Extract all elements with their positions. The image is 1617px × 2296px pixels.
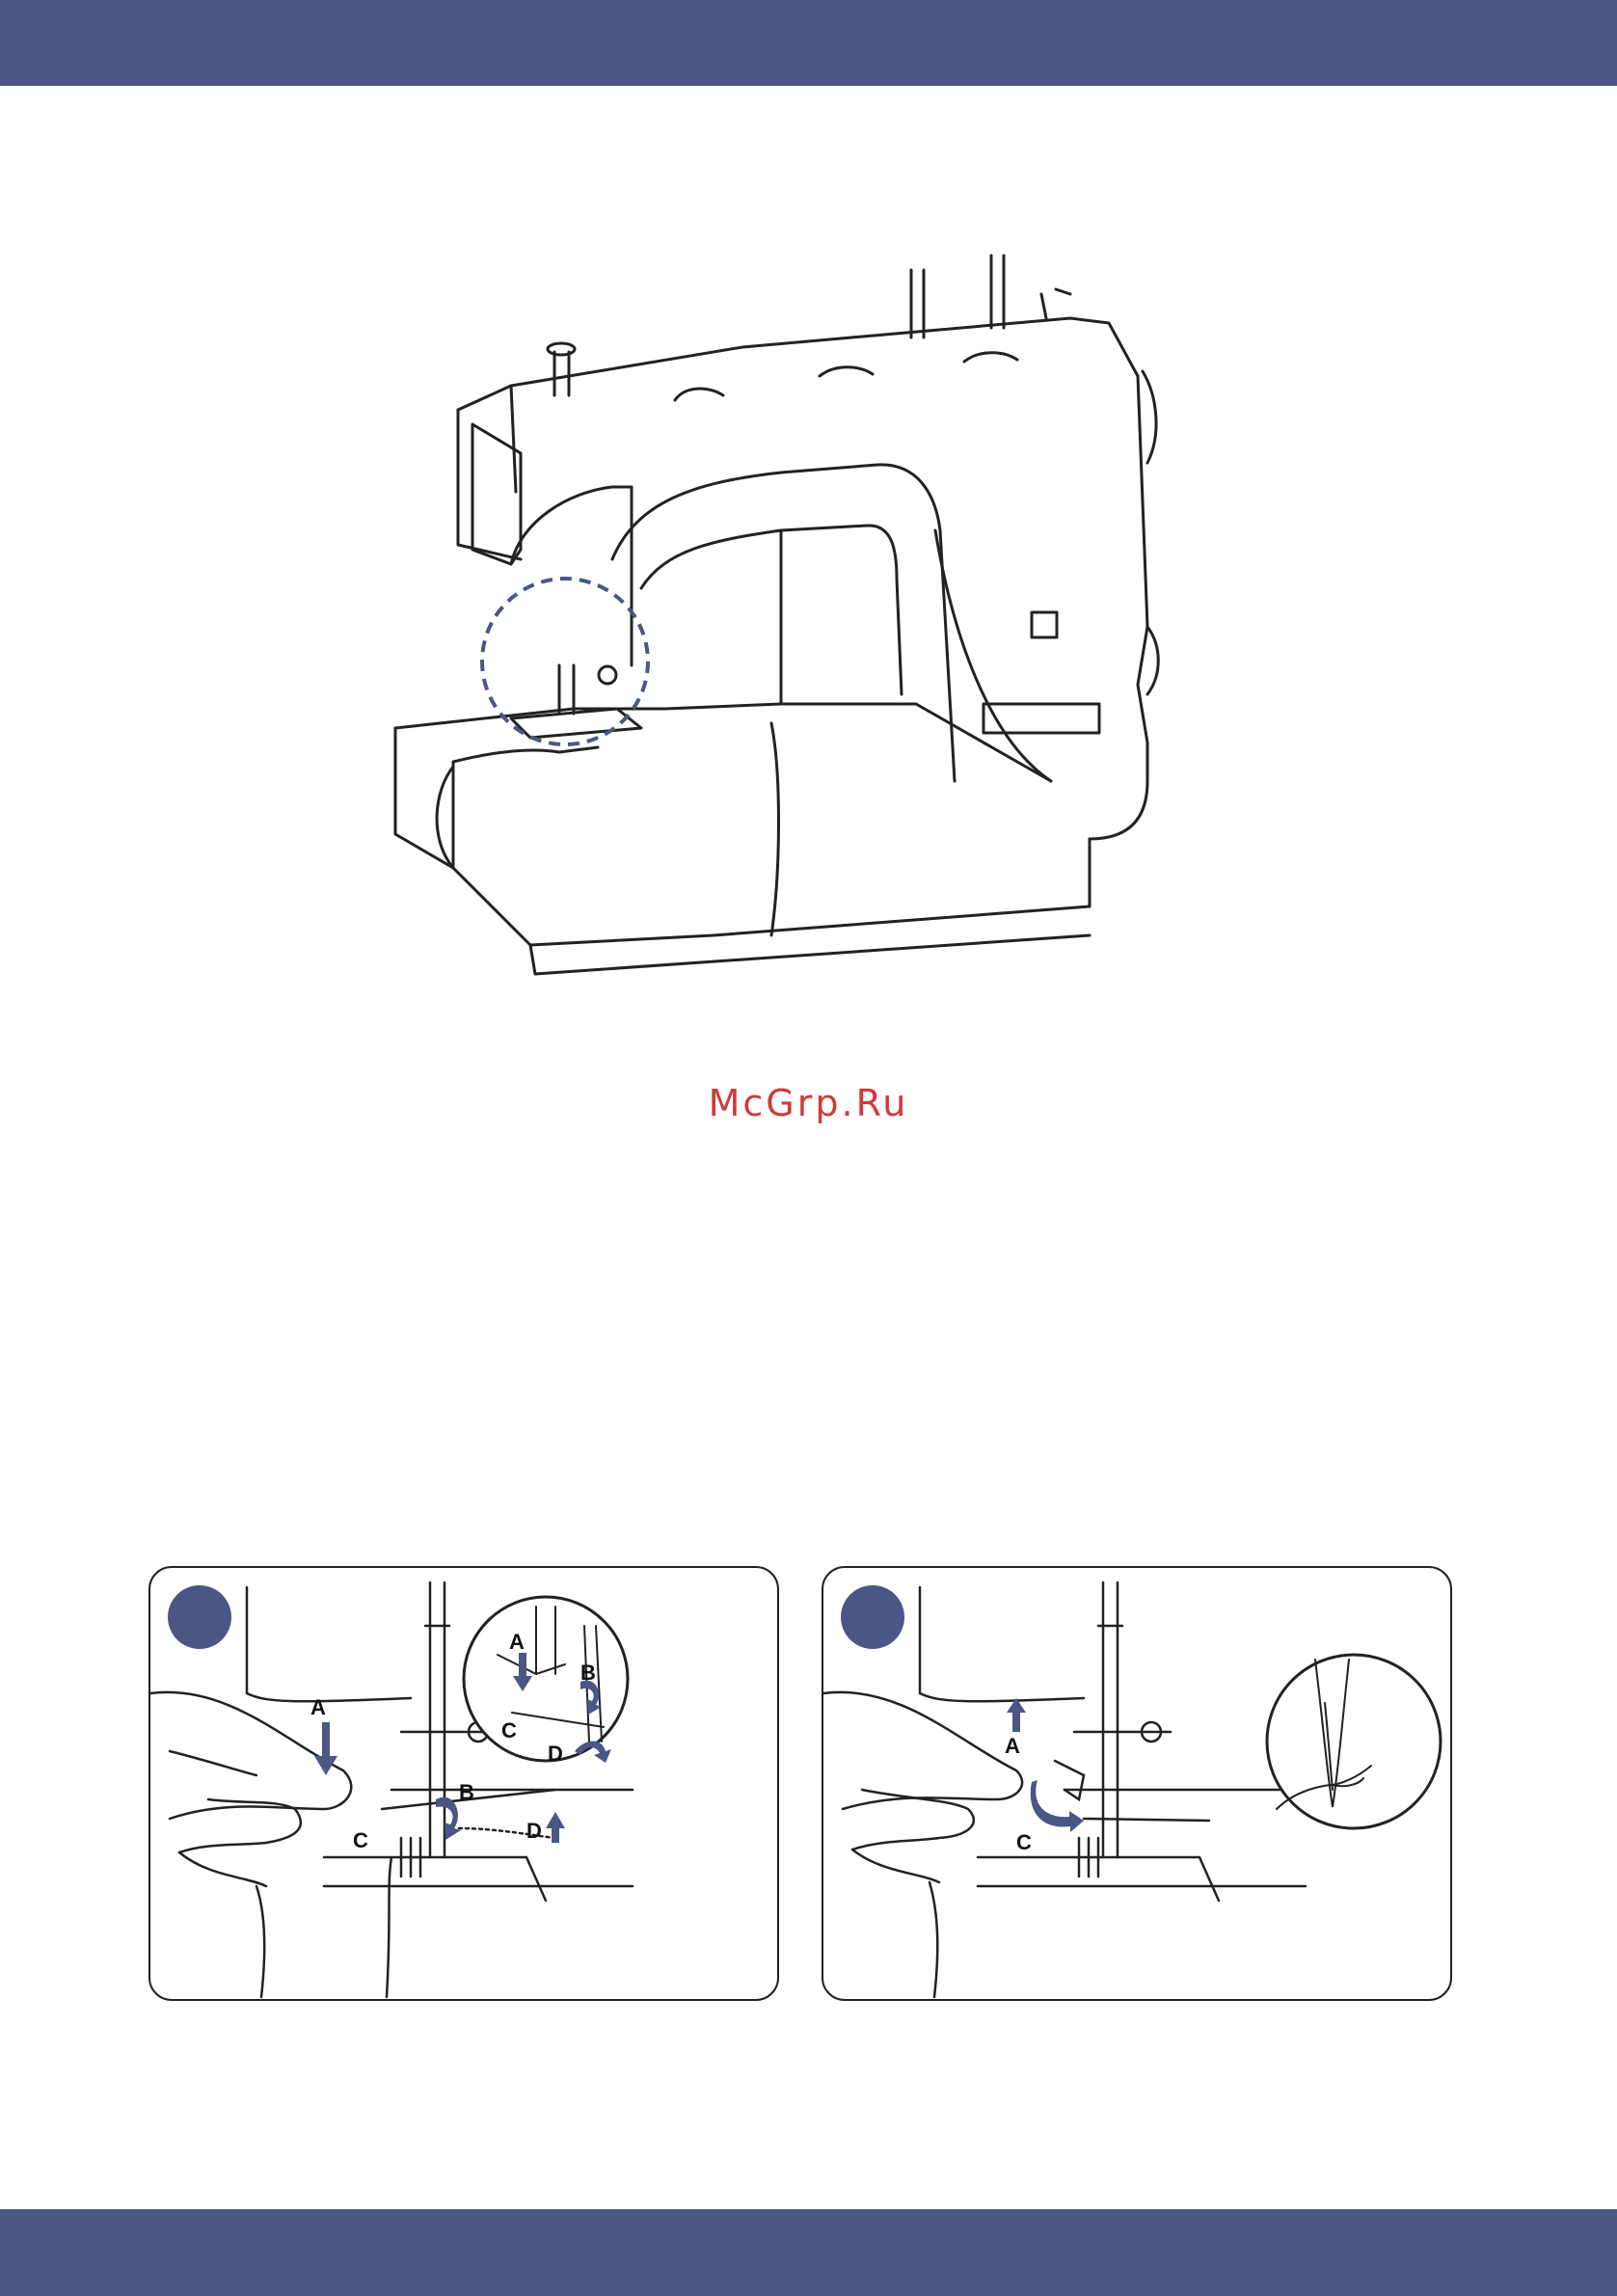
step-2-label-c: C <box>1016 1830 1032 1854</box>
step-2-label-a: A <box>1005 1734 1020 1758</box>
arrow-b-icon <box>436 1797 461 1840</box>
step-1-label-b: B <box>459 1780 474 1804</box>
inset-label-a: A <box>509 1630 525 1654</box>
needle-threader-icon: A C <box>823 1568 1450 1999</box>
sewing-machine-icon <box>376 241 1225 1003</box>
step-2-panel: A C <box>822 1566 1452 2001</box>
header-band <box>0 0 1617 86</box>
step-1-inset: A B C D <box>464 1597 628 1766</box>
arrow-c-icon <box>1031 1780 1084 1832</box>
step-1-label-d: D <box>526 1819 542 1843</box>
inset-label-b: B <box>580 1661 596 1685</box>
step-2-inset <box>1267 1655 1441 1828</box>
arrow-a-icon <box>314 1722 337 1775</box>
step-1-label-a: A <box>310 1695 326 1719</box>
inset-label-c: C <box>501 1718 517 1742</box>
highlight-circle <box>482 579 648 744</box>
arrow-a-icon <box>1007 1698 1026 1732</box>
footer-band <box>0 2209 1617 2296</box>
needle-threading-icon: A B C D A B C D <box>150 1568 777 1999</box>
step-1-panel: A B C D A B C D <box>148 1566 779 2001</box>
inset-label-d: D <box>548 1742 563 1766</box>
watermark: McGrp.Ru <box>0 1082 1617 1124</box>
step-1-label-c: C <box>353 1828 368 1852</box>
